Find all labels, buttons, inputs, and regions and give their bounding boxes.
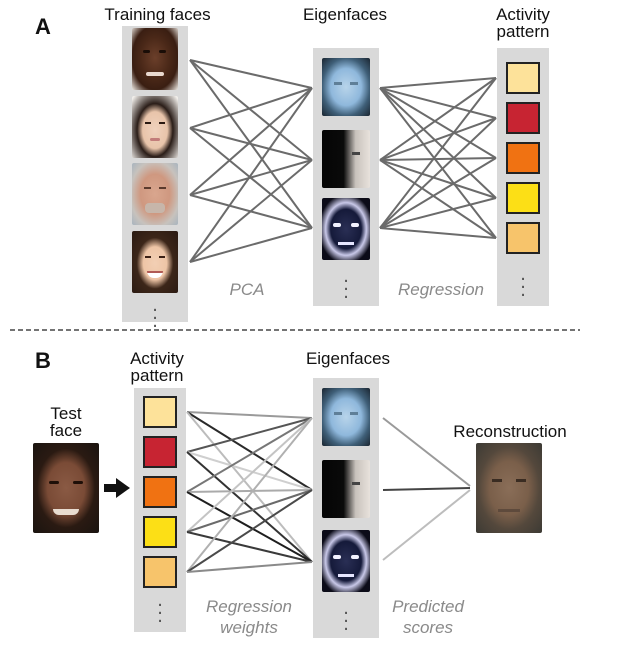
activity-column-a: ... [497, 48, 549, 306]
pca-connection [189, 59, 313, 89]
activity-a-square-1 [506, 62, 540, 94]
regression-connection [379, 159, 497, 199]
eigenface-2-a [322, 130, 370, 188]
regression-weight-connection [186, 417, 313, 533]
regression-connection [379, 87, 497, 119]
eigenfaces-ellipsis-b: ... [343, 597, 349, 635]
panel-b-letter: B [35, 348, 51, 373]
regression-weight-connection [186, 411, 313, 419]
eigenfaces-title-b: Eigenfaces [305, 349, 391, 368]
training-face-4 [132, 231, 178, 293]
training-faces-ellipsis: ... [152, 294, 158, 332]
regression-weight-connection [186, 451, 313, 563]
regression-weight-connection [186, 417, 313, 573]
pca-connection [189, 59, 313, 161]
pca-connection [189, 159, 313, 196]
eigenface-2-b [322, 460, 370, 518]
test-face-title-line2: face [49, 421, 83, 440]
activity-b-square-5 [143, 556, 177, 588]
regression-weight-connection [186, 417, 313, 493]
regression-weight-connection [186, 531, 313, 563]
arrow-icon [104, 478, 130, 498]
panel-a-connections [189, 59, 497, 263]
activity-a-square-3 [506, 142, 540, 174]
regression-connection [379, 159, 497, 239]
activity-b-square-1 [143, 396, 177, 428]
training-face-3 [132, 163, 178, 225]
pca-connection [189, 87, 313, 263]
predicted-score-connection [382, 487, 471, 491]
regression-connection [379, 77, 497, 161]
predicted-score-connection [382, 417, 471, 487]
reconstruction-title: Reconstruction [453, 422, 567, 441]
regression-weight-connection [186, 451, 313, 491]
regression-connection [379, 87, 497, 199]
test-face-title-line1: Test [50, 404, 82, 423]
activity-title-b-line2: pattern [130, 366, 184, 385]
activity-column-b: ... [134, 388, 186, 632]
activity-b-square-3 [143, 476, 177, 508]
pca-label: PCA [229, 280, 265, 299]
regression-weights-label-line1: Regression [206, 597, 292, 616]
predicted-scores-label-line1: Predicted [392, 597, 464, 616]
activity-a-square-2 [506, 102, 540, 134]
regression-weight-connection [186, 561, 313, 573]
eigenface-1-a [322, 58, 370, 116]
pca-connection [189, 87, 313, 196]
predicted-scores-label-line2: scores [402, 618, 454, 637]
activity-b-square-2 [143, 436, 177, 468]
regression-connection [379, 117, 497, 229]
activity-title-b-line1: Activity [130, 349, 184, 368]
regression-connection [379, 77, 497, 89]
eigenfaces-title-a: Eigenfaces [302, 5, 388, 24]
regression-weight-connection [186, 489, 313, 573]
activity-b-square-4 [143, 516, 177, 548]
activity-ellipsis-b: ... [157, 589, 163, 627]
activity-title-a-line1: Activity [496, 5, 550, 24]
regression-weight-connection [186, 491, 313, 563]
test-face-image [33, 443, 99, 533]
training-faces-column: ... [122, 26, 188, 332]
activity-ellipsis-a: ... [520, 263, 526, 301]
regression-weight-connection [186, 489, 313, 533]
regression-connection [379, 87, 497, 159]
pca-connection [189, 227, 313, 263]
regression-weights-label-line2: weights [220, 618, 278, 637]
reconstruction-face-image [476, 443, 542, 533]
pca-connection [189, 87, 313, 129]
eigenfaces-column-b: ... [313, 378, 379, 638]
training-faces-title: Training faces [104, 5, 211, 24]
regression-connection [379, 197, 497, 229]
regression-connection [379, 157, 497, 229]
eigenface-3-a [322, 198, 370, 260]
regression-connection [379, 87, 497, 239]
activity-a-square-4 [506, 182, 540, 214]
training-face-2 [132, 96, 178, 158]
regression-weight-connection [186, 489, 313, 493]
pca-connection [189, 127, 313, 161]
regression-weight-connection [186, 411, 313, 563]
panel-a-letter: A [35, 14, 51, 39]
training-face-1 [132, 28, 178, 90]
predicted-score-connection [382, 489, 471, 561]
regression-weight-connection [186, 417, 313, 453]
regression-label: Regression [398, 280, 484, 299]
regression-connection [379, 227, 497, 239]
pca-connection [189, 159, 313, 263]
regression-connection [379, 77, 497, 229]
eigenfaces-ellipsis-a: ... [343, 265, 349, 303]
regression-connection [379, 157, 497, 161]
eigenface-3-b [322, 530, 370, 592]
panel-b-connections [186, 411, 471, 573]
activity-title-a-line2: pattern [496, 22, 550, 41]
eigenfaces-column-a: ... [313, 48, 379, 306]
regression-weight-connection [186, 411, 313, 491]
eigenface-1-b [322, 388, 370, 446]
regression-connection [379, 117, 497, 161]
activity-a-square-5 [506, 222, 540, 254]
